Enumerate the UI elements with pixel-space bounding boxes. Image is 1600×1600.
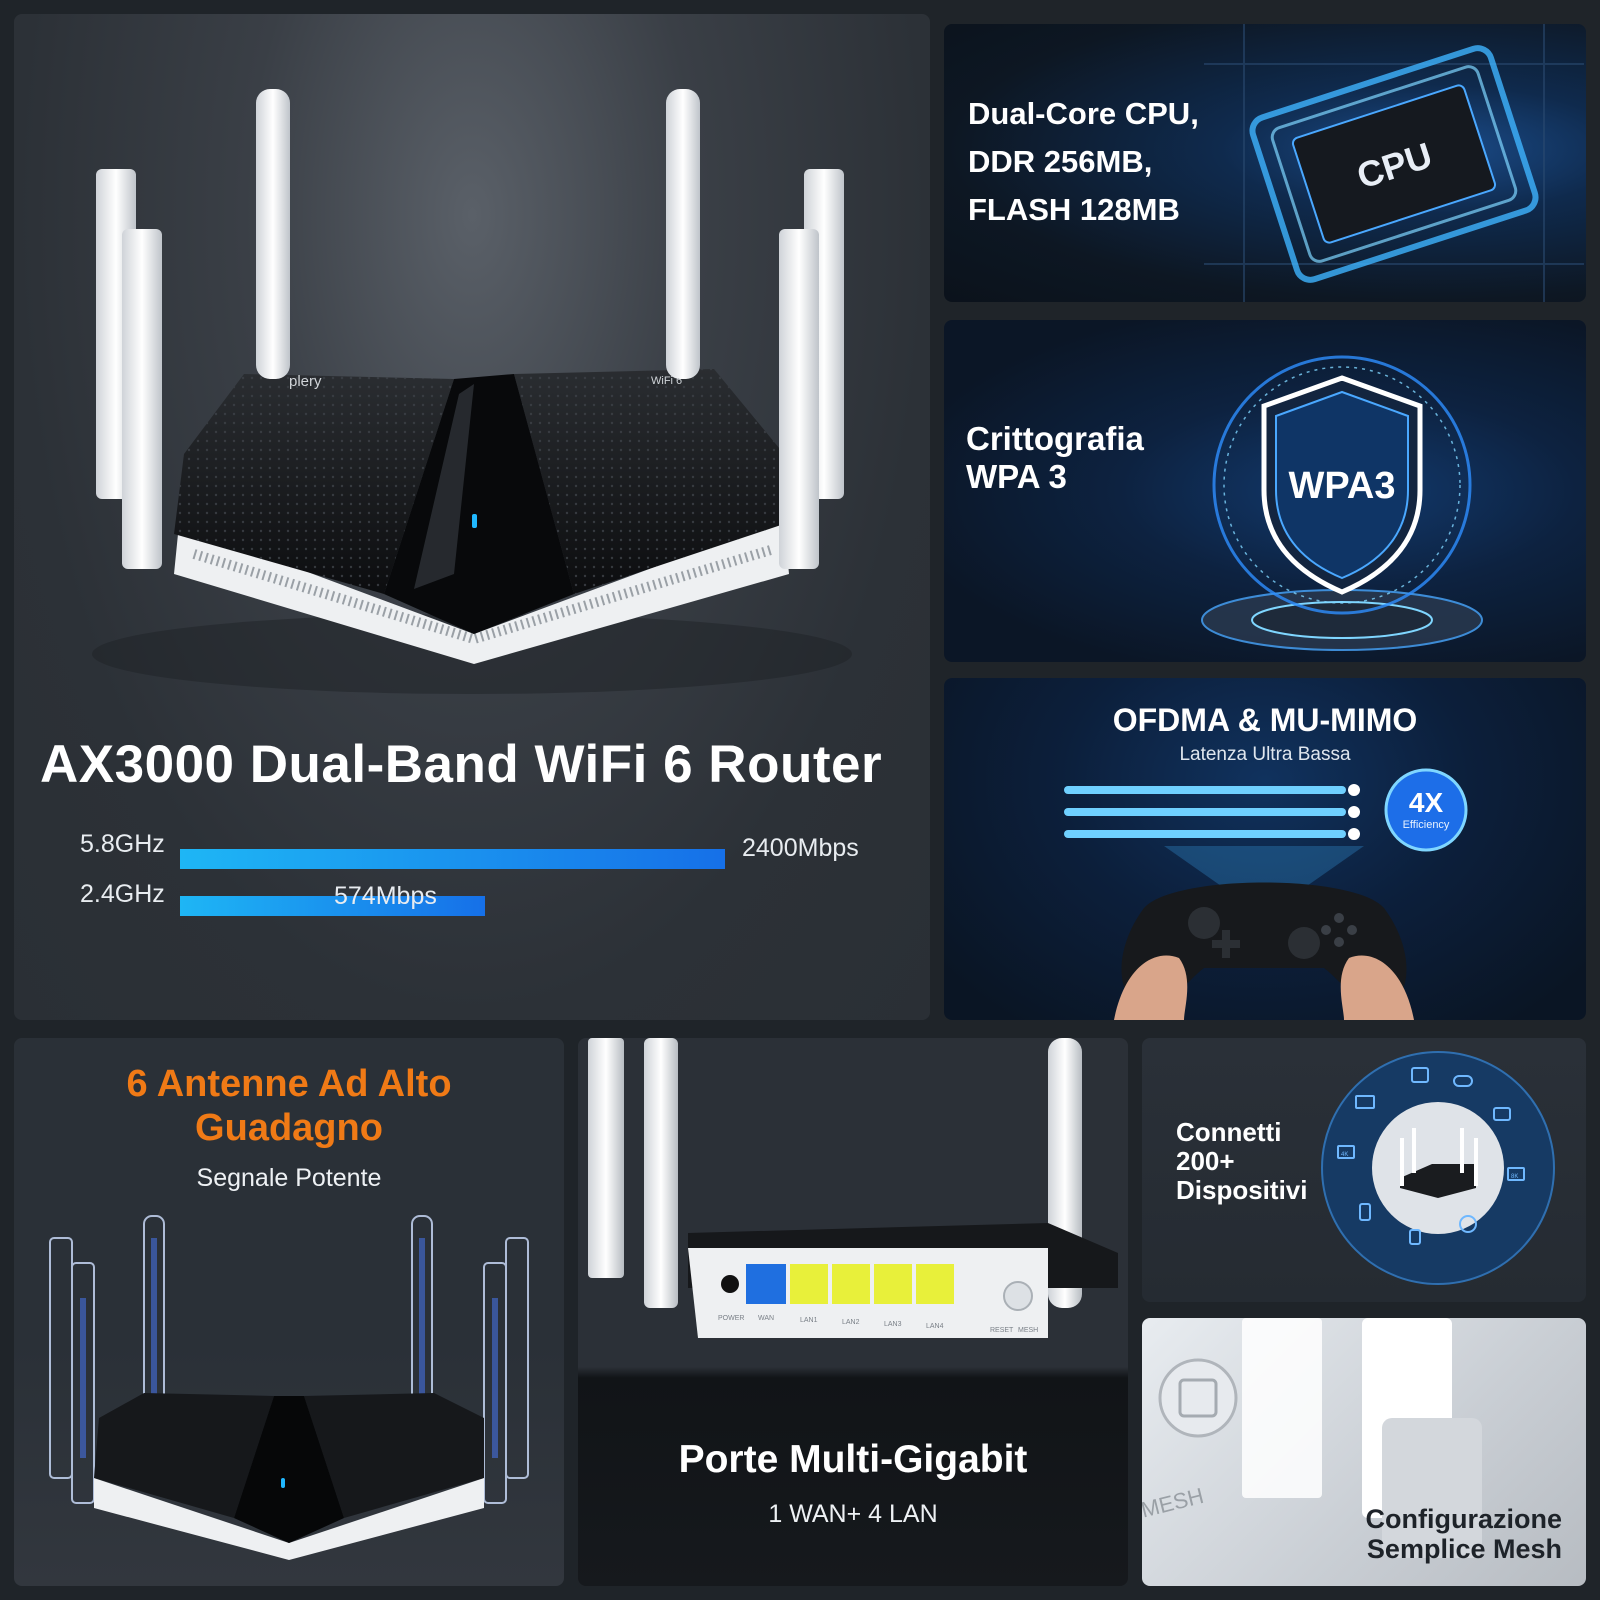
port-label: LAN4: [926, 1323, 944, 1330]
devices-line: Connetti: [1176, 1117, 1282, 1147]
router-brand-text: plery: [289, 373, 322, 390]
gamepad-icon: [1453, 1075, 1473, 1087]
band-5ghz-speed: 2400Mbps: [742, 834, 859, 862]
port-label: LAN2: [842, 1319, 860, 1326]
efficiency-badge: [1384, 768, 1468, 852]
mesh-button: [1003, 1281, 1033, 1311]
devices-text: Connetti 200+ Dispositivi: [1176, 1118, 1307, 1205]
efficiency-value: 4X: [1409, 787, 1444, 818]
band-5ghz-bar: [180, 849, 725, 869]
antennas-panel: 6 Antenne Ad Alto Guadagno Segnale Poten…: [14, 1038, 564, 1586]
router-icon: [1493, 1107, 1511, 1121]
band-24ghz-bar: [180, 896, 485, 916]
band-5ghz-label: 5.8GHz: [80, 830, 165, 858]
webcam-icon: [1459, 1215, 1477, 1233]
printer-icon: [1411, 1067, 1429, 1083]
watch-icon: [1409, 1229, 1421, 1245]
cpu-spec-text: Dual-Core CPU, DDR 256MB, FLASH 128MB: [968, 90, 1199, 234]
ports-subtitle: 1 WAN+ 4 LAN: [768, 1500, 938, 1528]
port-label: WAN: [758, 1315, 774, 1322]
port-label: RESET: [990, 1327, 1014, 1334]
devices-panel: Connetti 200+ Dispositivi 4K 8K: [1142, 1038, 1586, 1302]
antennas-title: 6 Antenne Ad Alto Guadagno: [14, 1062, 564, 1150]
tv-4k-icon: [1337, 1145, 1355, 1159]
band-24ghz-label: 2.4GHz: [80, 880, 165, 908]
gamepad-icon: [1121, 882, 1407, 1010]
efficiency-label: Efficiency: [1403, 819, 1450, 831]
antennas-title-line: Guadagno: [195, 1107, 383, 1149]
ports-panel: POWER WAN LAN1 LAN2 LAN3 LAN4 RESET MESH…: [578, 1038, 1128, 1586]
power-port: [721, 1275, 739, 1293]
phone-icon: [1359, 1203, 1371, 1221]
signal-lines: [1064, 784, 1360, 840]
wpa3-line: Crittografia: [966, 420, 1144, 457]
wpa3-shield-label: WPA3: [1289, 465, 1396, 507]
router-rear-illustration: POWER WAN LAN1 LAN2 LAN3 LAN4 RESET MESH: [588, 1038, 1118, 1338]
router-wifi6-badge: WiFi 6: [651, 375, 682, 387]
laptop-icon: [1355, 1095, 1375, 1109]
wpa3-line: WPA 3: [966, 458, 1067, 495]
cpu-spec-line: Dual-Core CPU,: [968, 96, 1199, 131]
cpu-chip-illustration: CPU: [1204, 24, 1584, 302]
cpu-spec-line: DDR 256MB,: [968, 144, 1153, 179]
port-label: POWER: [718, 1315, 744, 1322]
wpa3-panel: WPA3 Crittografia WPA 3: [944, 320, 1586, 662]
cpu-panel: CPU Dual-Core CPU, DDR 256MB, FLASH 128M…: [944, 24, 1586, 302]
ofdma-panel: OFDMA & MU-MIMO Latenza Ultra Bassa 4X E…: [944, 678, 1586, 1020]
port-label: LAN1: [800, 1317, 818, 1324]
device-badge: 4K: [1341, 1152, 1348, 1158]
cpu-spec-line: FLASH 128MB: [968, 192, 1180, 227]
hero-title: AX3000 Dual-Band WiFi 6 Router: [40, 735, 883, 794]
port-label: MESH: [1018, 1327, 1038, 1334]
wpa3-shield-illustration: WPA3: [1201, 355, 1483, 651]
mesh-line: Configurazione: [1365, 1504, 1563, 1534]
tv-8k-icon: [1507, 1167, 1525, 1181]
wpa3-text: Crittografia WPA 3: [966, 420, 1144, 496]
antenna-group: [96, 89, 844, 569]
ports-title: Porte Multi-Gigabit: [678, 1438, 1028, 1481]
mesh-line: Semplice Mesh: [1366, 1534, 1562, 1564]
router-hero-illustration: plery WiFi 6: [92, 89, 852, 694]
hero-panel: plery WiFi 6 AX3000 Dual-Band WiFi 6 Rou…: [14, 14, 930, 1020]
ethernet-ports: [746, 1264, 954, 1304]
ofdma-illustration: 4X Efficiency: [1064, 768, 1468, 1020]
ofdma-subtitle: Latenza Ultra Bassa: [1179, 744, 1351, 765]
mesh-label: MESH: [1142, 1483, 1206, 1523]
devices-line: 200+: [1176, 1146, 1235, 1176]
antennas-title-line: 6 Antenne Ad Alto: [126, 1063, 452, 1105]
mesh-panel: MESH Configurazione Semplice Mesh: [1142, 1318, 1586, 1586]
devices-ring-illustration: 4K 8K: [1321, 1051, 1555, 1285]
antennas-subtitle: Segnale Potente: [196, 1164, 382, 1192]
device-badge: 8K: [1511, 1174, 1518, 1180]
port-label: LAN3: [884, 1321, 902, 1328]
band-24ghz-speed: 574Mbps: [334, 882, 437, 910]
devices-line: Dispositivi: [1176, 1175, 1308, 1205]
ofdma-title: OFDMA & MU-MIMO: [1112, 702, 1418, 738]
mesh-button-illustration: MESH: [1142, 1318, 1482, 1558]
antennas-router-illustration: [49, 1215, 529, 1560]
mesh-text: Configurazione Semplice Mesh: [1366, 1504, 1563, 1564]
